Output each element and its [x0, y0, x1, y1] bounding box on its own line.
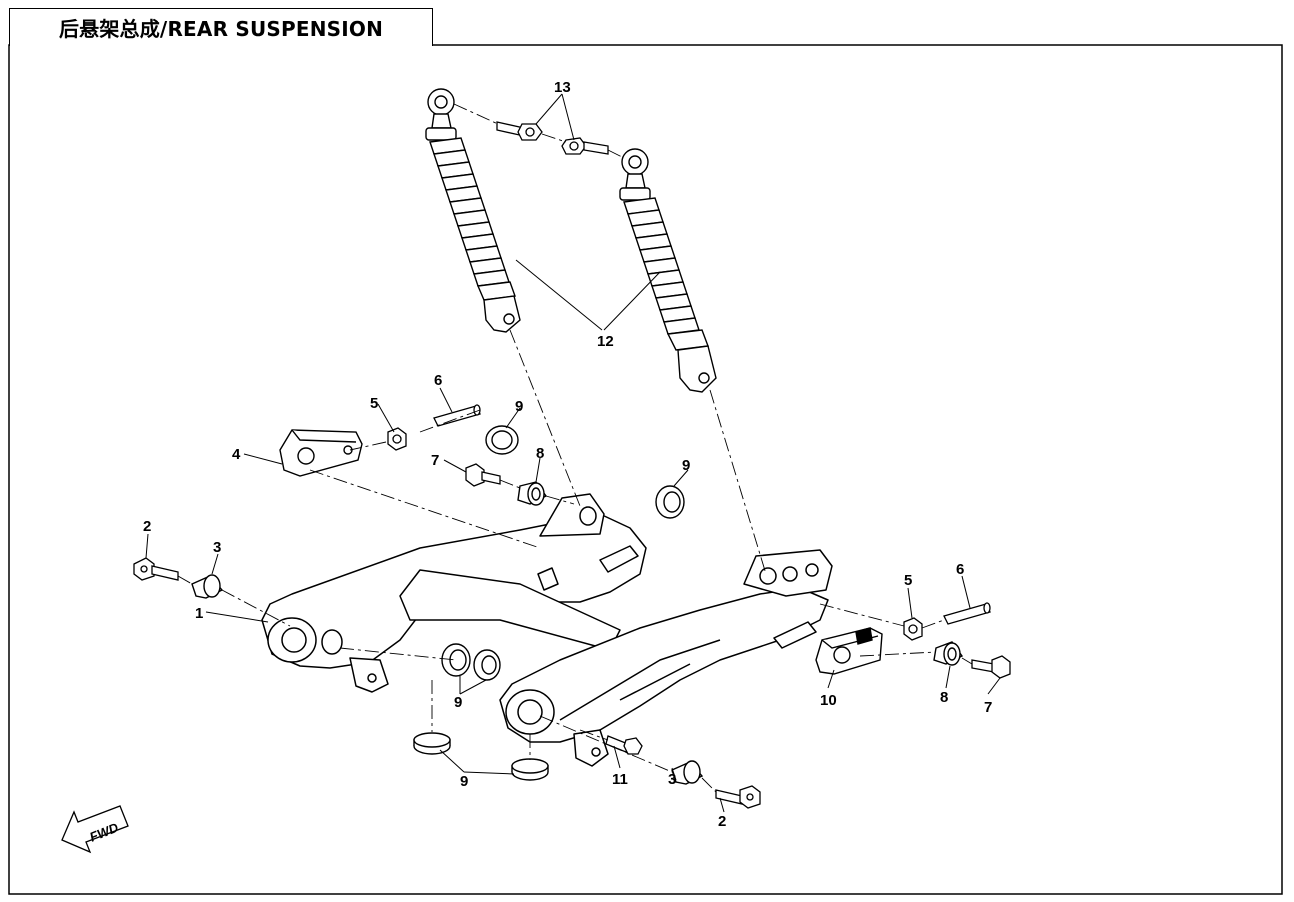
callout-10: 10 [820, 692, 837, 709]
callout-11: 11 [612, 771, 628, 788]
callout-7-right: 7 [984, 699, 992, 716]
callout-6-left: 6 [434, 372, 442, 389]
shock-absorber-right [619, 148, 717, 393]
bolt-7-right [971, 655, 1011, 679]
swingarm-1 [261, 493, 833, 767]
callout-8-left: 8 [536, 445, 544, 462]
callout-labels: 13 12 6 5 9 4 7 8 9 2 3 5 6 1 9 10 8 7 9… [143, 79, 992, 830]
nut-5-left [387, 427, 407, 451]
callout-4: 4 [232, 446, 241, 463]
center-lines [177, 103, 973, 793]
cap-9-bottom-b [511, 758, 549, 781]
bushing-8-left [517, 481, 548, 506]
bushing-3-left [191, 574, 224, 599]
callout-9-middle: 9 [454, 694, 462, 711]
callout-6-right: 6 [956, 561, 964, 578]
shock-absorber-left [425, 88, 521, 333]
pin-6-right [943, 602, 991, 625]
cap-9-upper-left [485, 425, 519, 455]
bushing-3-right [671, 760, 704, 785]
callout-9-upper-left: 9 [515, 398, 523, 415]
page-title: 后悬架总成/REAR SUSPENSION [58, 17, 384, 41]
nut-5-right [903, 617, 923, 641]
pin-6-left [433, 404, 481, 427]
cap-9-upper-right [655, 485, 685, 519]
diagram-frame [8, 44, 1283, 895]
callout-9-bottom: 9 [460, 773, 468, 790]
bolt-11 [605, 735, 643, 755]
bolt-2-left [133, 557, 179, 581]
callout-2-right: 2 [718, 813, 726, 830]
callout-8-right: 8 [940, 689, 948, 706]
bolt-13-left [496, 121, 543, 141]
callout-5-right: 5 [904, 572, 912, 589]
callout-9-upper-right: 9 [682, 457, 690, 474]
callout-5-left: 5 [370, 395, 378, 412]
bolt-7-left [465, 463, 501, 487]
callout-13: 13 [554, 79, 571, 96]
callout-7-left: 7 [431, 452, 439, 469]
fwd-arrow-icon: FWD [61, 805, 129, 854]
callout-2-left: 2 [143, 518, 151, 535]
cap-9-middle-a [441, 643, 471, 677]
cap-9-bottom-a [413, 732, 451, 755]
leader-lines [145, 93, 1001, 813]
bushing-8-right [933, 641, 964, 666]
callout-12: 12 [597, 333, 614, 350]
callout-3-left: 3 [213, 539, 221, 556]
bracket-4 [279, 429, 363, 477]
title-box: 后悬架总成/REAR SUSPENSION [9, 8, 433, 46]
bracket-10 [815, 627, 883, 675]
callout-1: 1 [195, 605, 203, 622]
bolt-13-right [561, 137, 609, 155]
bolt-2-right [715, 785, 761, 809]
cap-9-middle-b [473, 649, 501, 681]
callout-3-right: 3 [668, 771, 676, 788]
